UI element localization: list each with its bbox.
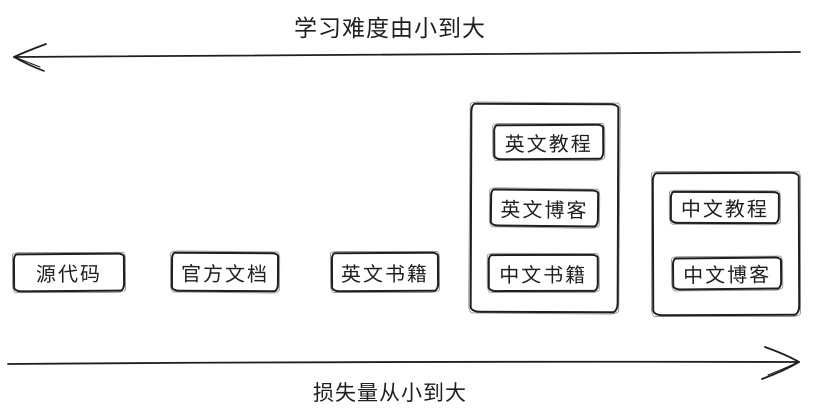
group-chinese-resources: 中文教程 中文博客 — [651, 171, 801, 317]
node-english-tutorials-label: 英文教程 — [504, 133, 593, 156]
node-chinese-tutorials: 中文教程 — [669, 190, 780, 225]
node-english-books-label: 英文书籍 — [340, 263, 430, 286]
node-official-docs-label: 官方文档 — [180, 263, 270, 286]
node-official-docs: 官方文档 — [170, 251, 280, 293]
right-arrow-icon — [7, 346, 800, 380]
node-english-blogs-label: 英文博客 — [500, 199, 589, 222]
node-chinese-tutorials-label: 中文教程 — [680, 198, 769, 222]
top-axis-label: 学习难度由小到大 — [294, 15, 486, 41]
node-chinese-books: 中文书籍 — [487, 253, 599, 293]
node-source-code: 源代码 — [12, 252, 126, 293]
group-english-resources: 英文教程 英文博客 中文书籍 — [469, 102, 620, 314]
node-chinese-blogs-label: 中文博客 — [683, 264, 772, 288]
left-arrow-icon — [13, 43, 801, 72]
node-english-books: 英文书籍 — [330, 251, 440, 293]
node-english-tutorials: 英文教程 — [493, 123, 605, 161]
node-chinese-blogs: 中文博客 — [671, 256, 783, 291]
node-source-code-label: 源代码 — [35, 263, 103, 287]
node-chinese-books-label: 中文书籍 — [499, 264, 588, 287]
node-english-blogs: 英文博客 — [489, 188, 600, 228]
bottom-axis-label: 损失量从小到大 — [313, 382, 467, 405]
